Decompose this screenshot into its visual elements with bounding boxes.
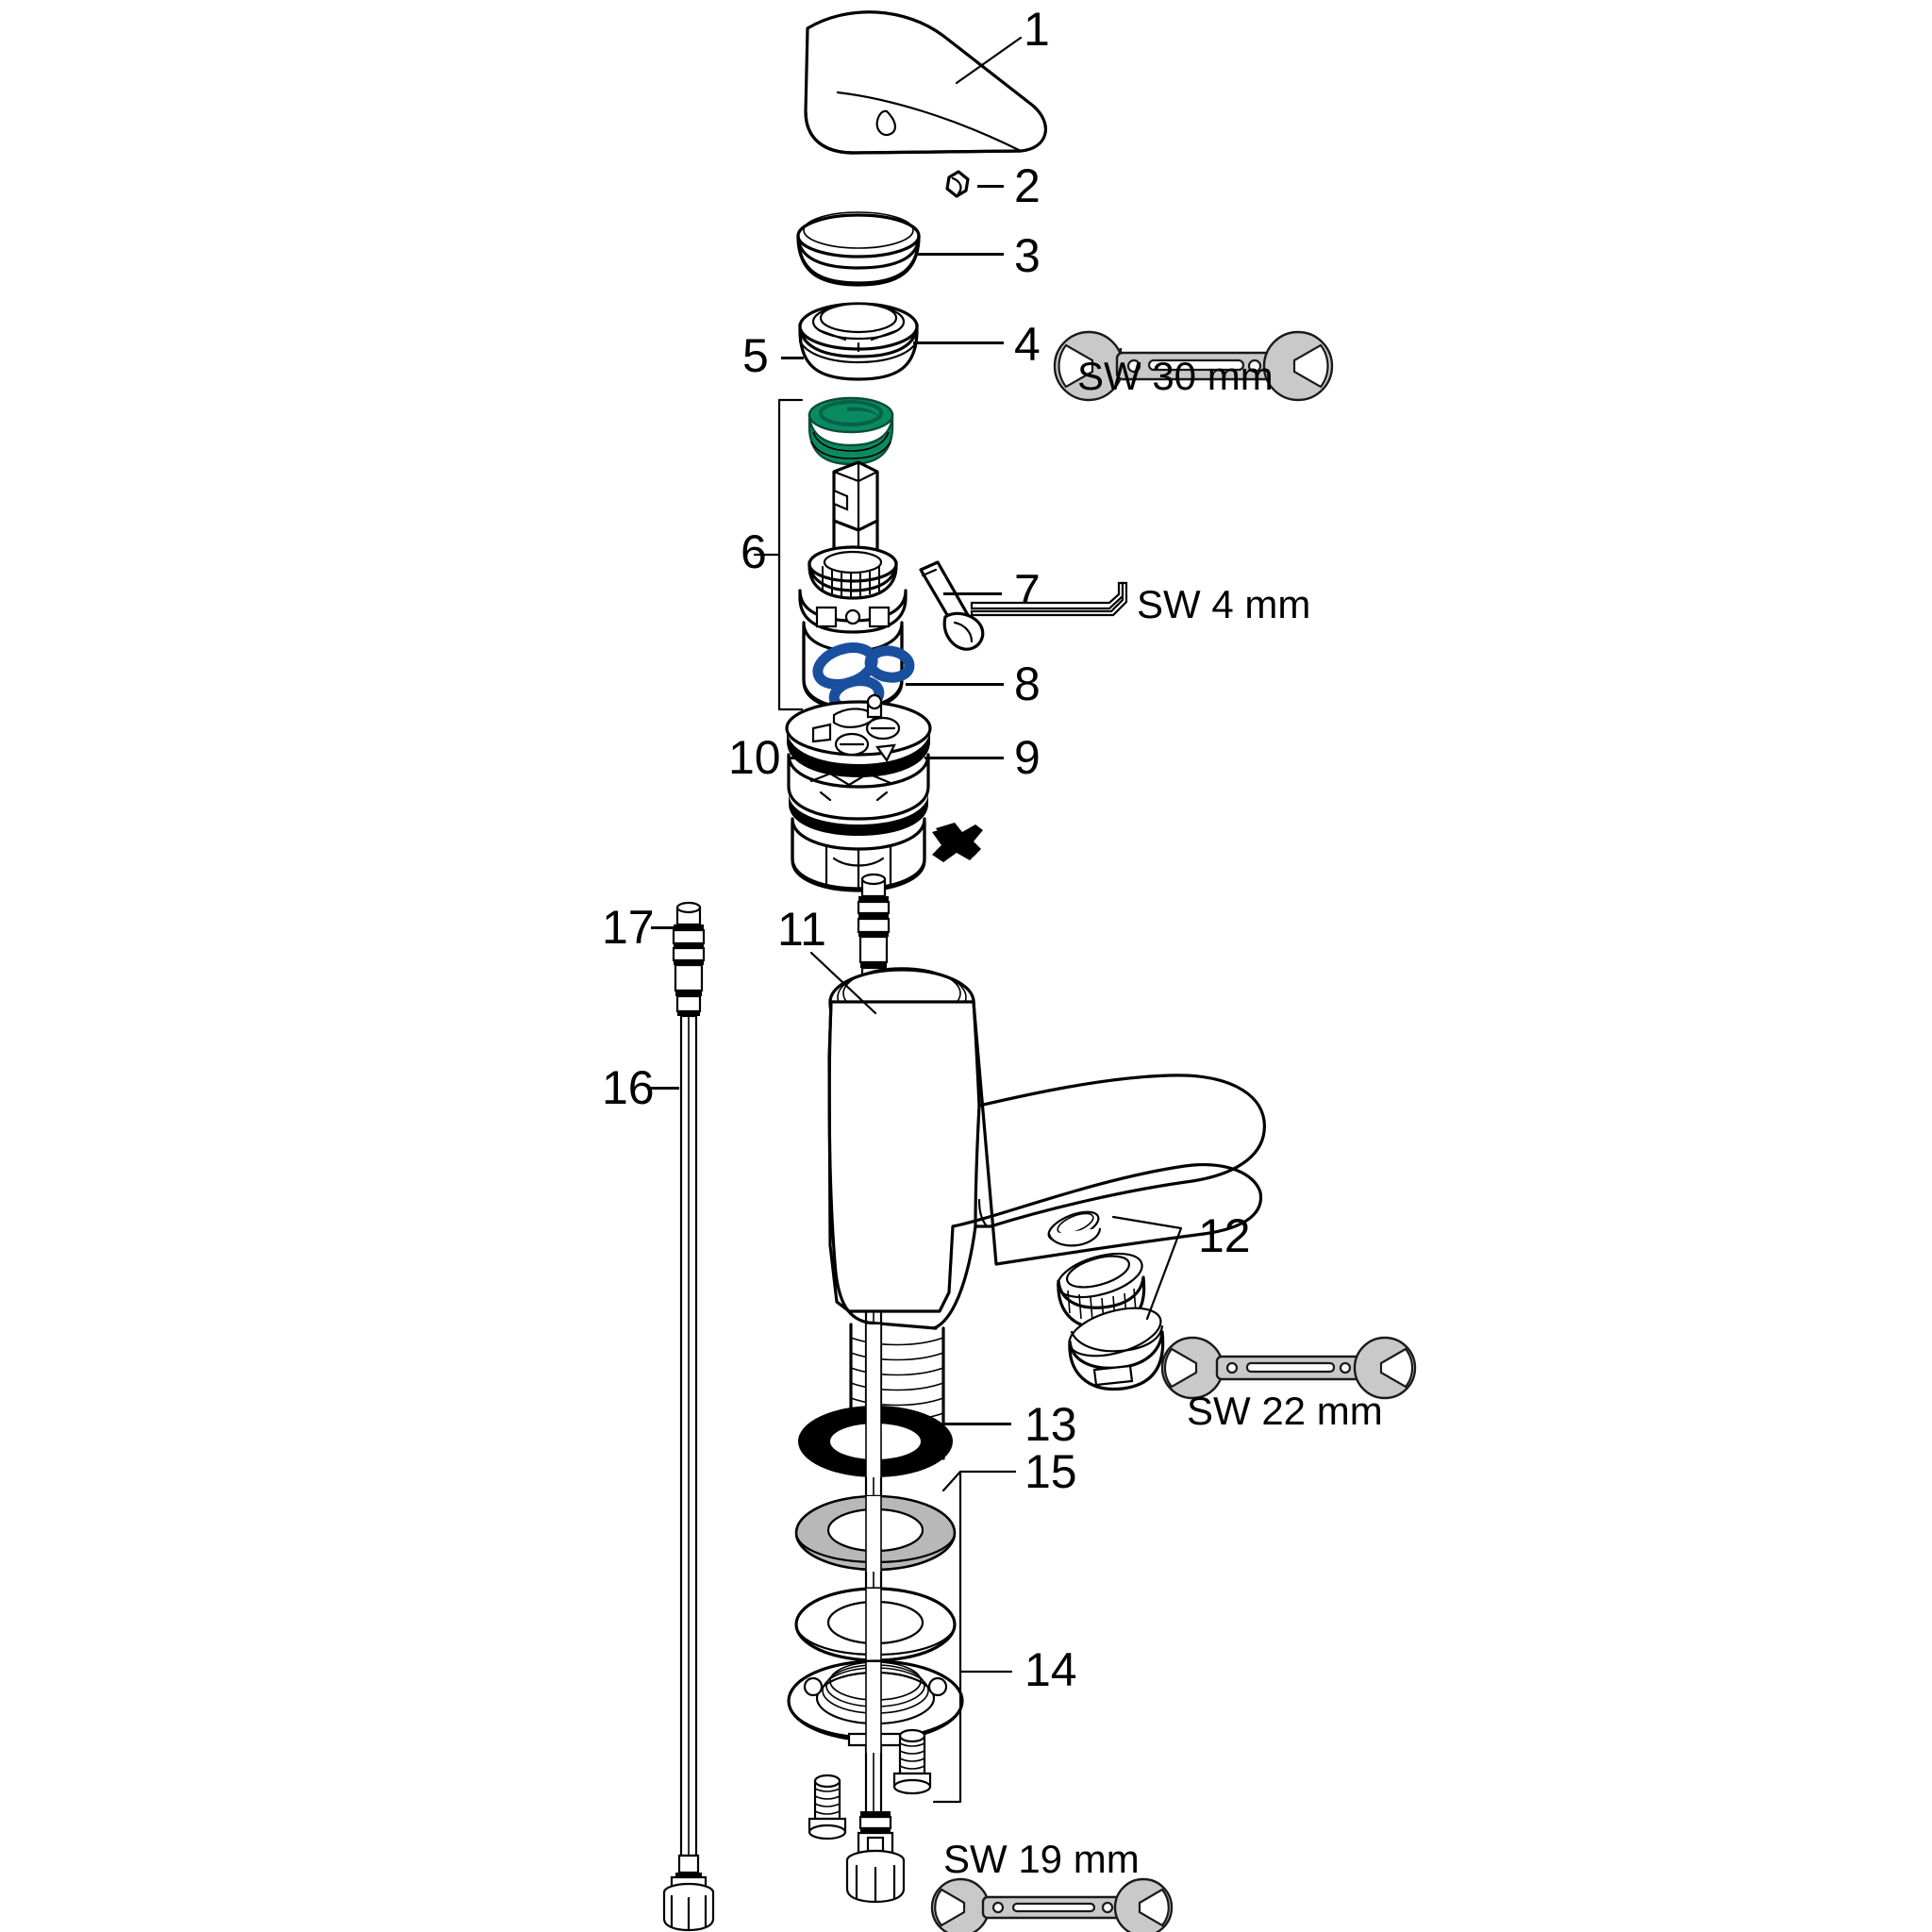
callout-leader-17 xyxy=(651,926,677,929)
callout-label-6: 6 xyxy=(741,525,767,578)
callout-leader-5 xyxy=(781,357,804,359)
callout-leader-2 xyxy=(977,185,1004,188)
callout-label-2: 2 xyxy=(1014,159,1041,212)
callout-leader-3 xyxy=(917,253,1004,256)
tool-label-sw4: SW 4 mm xyxy=(1137,582,1311,626)
callout-label-10: 10 xyxy=(728,731,781,784)
tool-label-sw30: SW 30 mm xyxy=(1077,354,1274,398)
callout-label-12: 12 xyxy=(1198,1209,1251,1262)
callout-label-5: 5 xyxy=(742,329,769,382)
callout-leader-13 xyxy=(934,1423,1011,1425)
callout-label-3: 3 xyxy=(1014,229,1041,282)
callout-label-4: 4 xyxy=(1014,318,1041,371)
callout-label-15: 15 xyxy=(1024,1445,1077,1498)
callout-leader-10 xyxy=(791,757,813,759)
callout-label-9: 9 xyxy=(1014,731,1041,784)
tool-label-sw19: SW 19 mm xyxy=(943,1837,1140,1881)
callout-leader-9 xyxy=(924,757,1004,759)
callout-leader-7 xyxy=(943,592,1002,595)
callout-label-14: 14 xyxy=(1024,1643,1077,1696)
callout-label-13: 13 xyxy=(1024,1398,1077,1451)
callout-label-11: 11 xyxy=(777,903,826,956)
callout-leader-8 xyxy=(906,683,1004,686)
callout-label-8: 8 xyxy=(1014,658,1041,710)
callout-label-1: 1 xyxy=(1024,3,1050,56)
callout-label-16: 16 xyxy=(602,1061,655,1114)
callout-leader-16 xyxy=(651,1087,679,1090)
tool-label-sw22: SW 22 mm xyxy=(1187,1389,1383,1433)
callout-leader-4 xyxy=(913,341,1004,344)
callout-label-17: 17 xyxy=(602,901,655,954)
